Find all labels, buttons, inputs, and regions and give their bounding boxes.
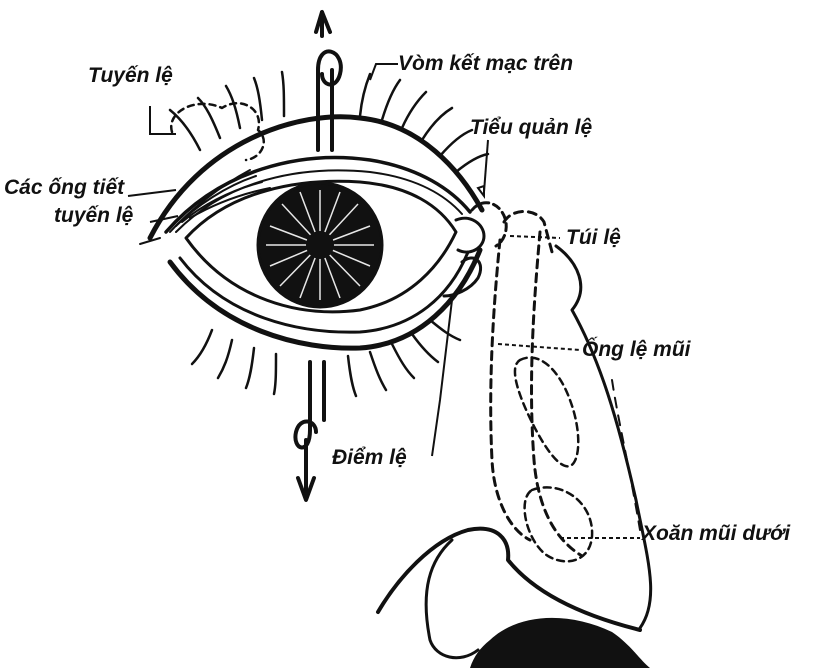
- label-ducts-line1: Các ống tiết: [4, 176, 124, 200]
- label-canaliculus: Tiểu quản lệ: [470, 116, 592, 140]
- inferior-turbinate: [515, 358, 578, 467]
- label-ducts-line2: tuyến lệ: [54, 204, 133, 228]
- nostril: [378, 529, 640, 630]
- label-inferior-turbinate: Xoăn mũi dưới: [642, 522, 790, 546]
- pupil: [306, 231, 334, 259]
- lower-lid-retractor: [295, 362, 316, 448]
- label-lacrimal-gland: Tuyến lệ: [88, 64, 173, 88]
- label-nasolacrimal-duct: Ống lệ mũi: [582, 338, 691, 362]
- inner-canthus: [456, 218, 484, 252]
- nose-outline: [556, 246, 651, 628]
- label-lacrimal-sac: Túi lệ: [566, 226, 621, 250]
- label-punctum: Điểm lệ: [332, 446, 407, 470]
- lacrimal-sac: [504, 212, 552, 253]
- nasolacrimal-duct: [491, 240, 530, 540]
- label-superior-fornix: Vòm kết mạc trên: [398, 52, 573, 76]
- upper-lid-retractor: [318, 51, 341, 150]
